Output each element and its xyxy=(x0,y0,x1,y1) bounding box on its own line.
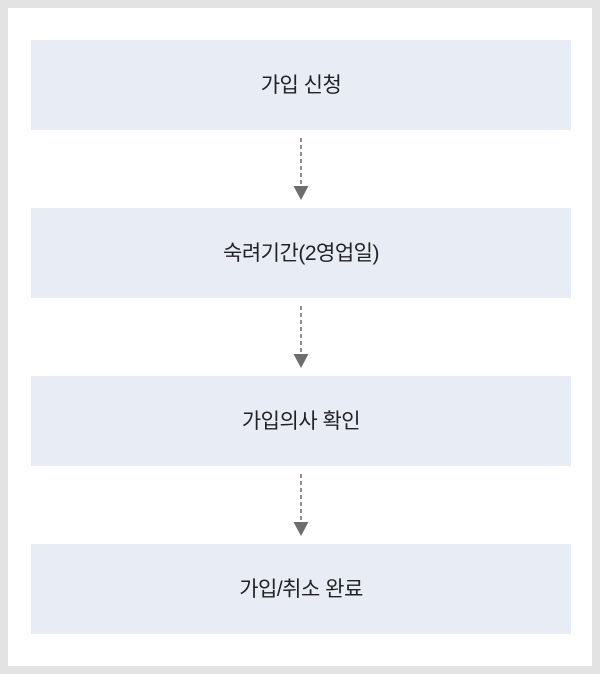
flow-step-cooling-off: 숙려기간(2영업일) xyxy=(31,208,571,298)
flow-step-apply: 가입 신청 xyxy=(31,40,571,130)
flow-step-complete: 가입/취소 완료 xyxy=(31,544,571,634)
flow-connector xyxy=(31,298,571,376)
flow-step-label: 가입 신청 xyxy=(260,73,342,97)
flow-step-label: 가입/취소 완료 xyxy=(239,577,363,601)
flow-connector xyxy=(31,130,571,208)
flow-step-label: 가입의사 확인 xyxy=(241,409,361,433)
arrow-down-dashed-icon xyxy=(293,474,309,536)
flow-step-confirm-intent: 가입의사 확인 xyxy=(31,376,571,466)
flow-connector xyxy=(31,466,571,544)
flow-container: 가입 신청 숙려기간(2영업일) 가입의사 확인 xyxy=(31,40,571,634)
flow-step-label: 숙려기간(2영업일) xyxy=(223,241,379,265)
arrow-down-dashed-icon xyxy=(293,306,309,368)
arrow-down-dashed-icon xyxy=(293,138,309,200)
